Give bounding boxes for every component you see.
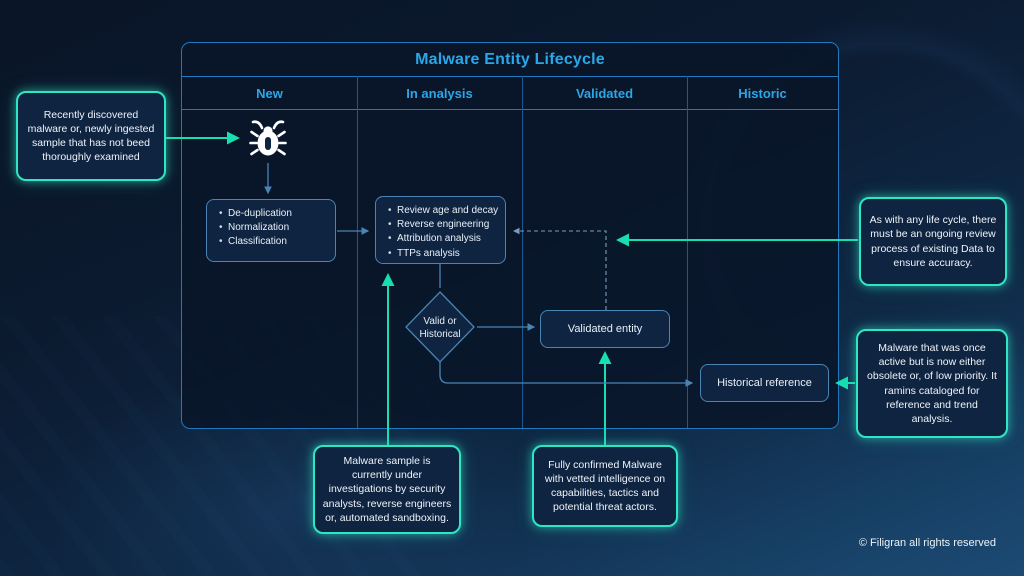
column-divider (687, 76, 688, 428)
list-item: Normalization (219, 221, 331, 235)
historical-reference-box: Historical reference (700, 364, 829, 402)
column-divider (357, 76, 358, 428)
diagram-title: Malware Entity Lifecycle (182, 43, 838, 77)
review-list: Review age and decay Reverse engineering… (376, 197, 505, 267)
callout-historic: Malware that was once active but is now … (856, 329, 1008, 438)
list-item: TTPs analysis (388, 247, 501, 261)
list-item: Classification (219, 235, 331, 249)
callout-in-analysis: Malware sample is currently under invest… (313, 445, 461, 534)
callout-ongoing-review: As with any life cycle, there must be an… (859, 197, 1007, 286)
copyright-text: © Filigran all rights reserved (858, 537, 996, 549)
list-item: Reverse engineering (388, 218, 501, 232)
dedup-box: De-duplication Normalization Classificat… (206, 199, 336, 262)
list-item: Attribution analysis (388, 232, 501, 246)
column-header-validated: Validated (575, 85, 634, 101)
list-item: De-duplication (219, 207, 331, 221)
list-item: Review age and decay (388, 204, 501, 218)
callout-validated: Fully confirmed Malware with vetted inte… (532, 445, 678, 527)
callout-new-sample: Recently discovered malware or, newly in… (16, 91, 166, 181)
decision-label: Valid or Historical (419, 316, 461, 340)
column-divider (522, 76, 523, 428)
column-header-new: New (256, 85, 283, 101)
malware-bug-icon (249, 120, 287, 156)
column-header-row: New In analysis Validated Historic (182, 77, 838, 110)
review-box: Review age and decay Reverse engineering… (375, 196, 506, 264)
column-header-historic: Historic (738, 85, 787, 101)
validated-entity-box: Validated entity (540, 310, 670, 348)
dedup-list: De-duplication Normalization Classificat… (207, 200, 335, 256)
column-header-in-analysis: In analysis (406, 85, 473, 101)
